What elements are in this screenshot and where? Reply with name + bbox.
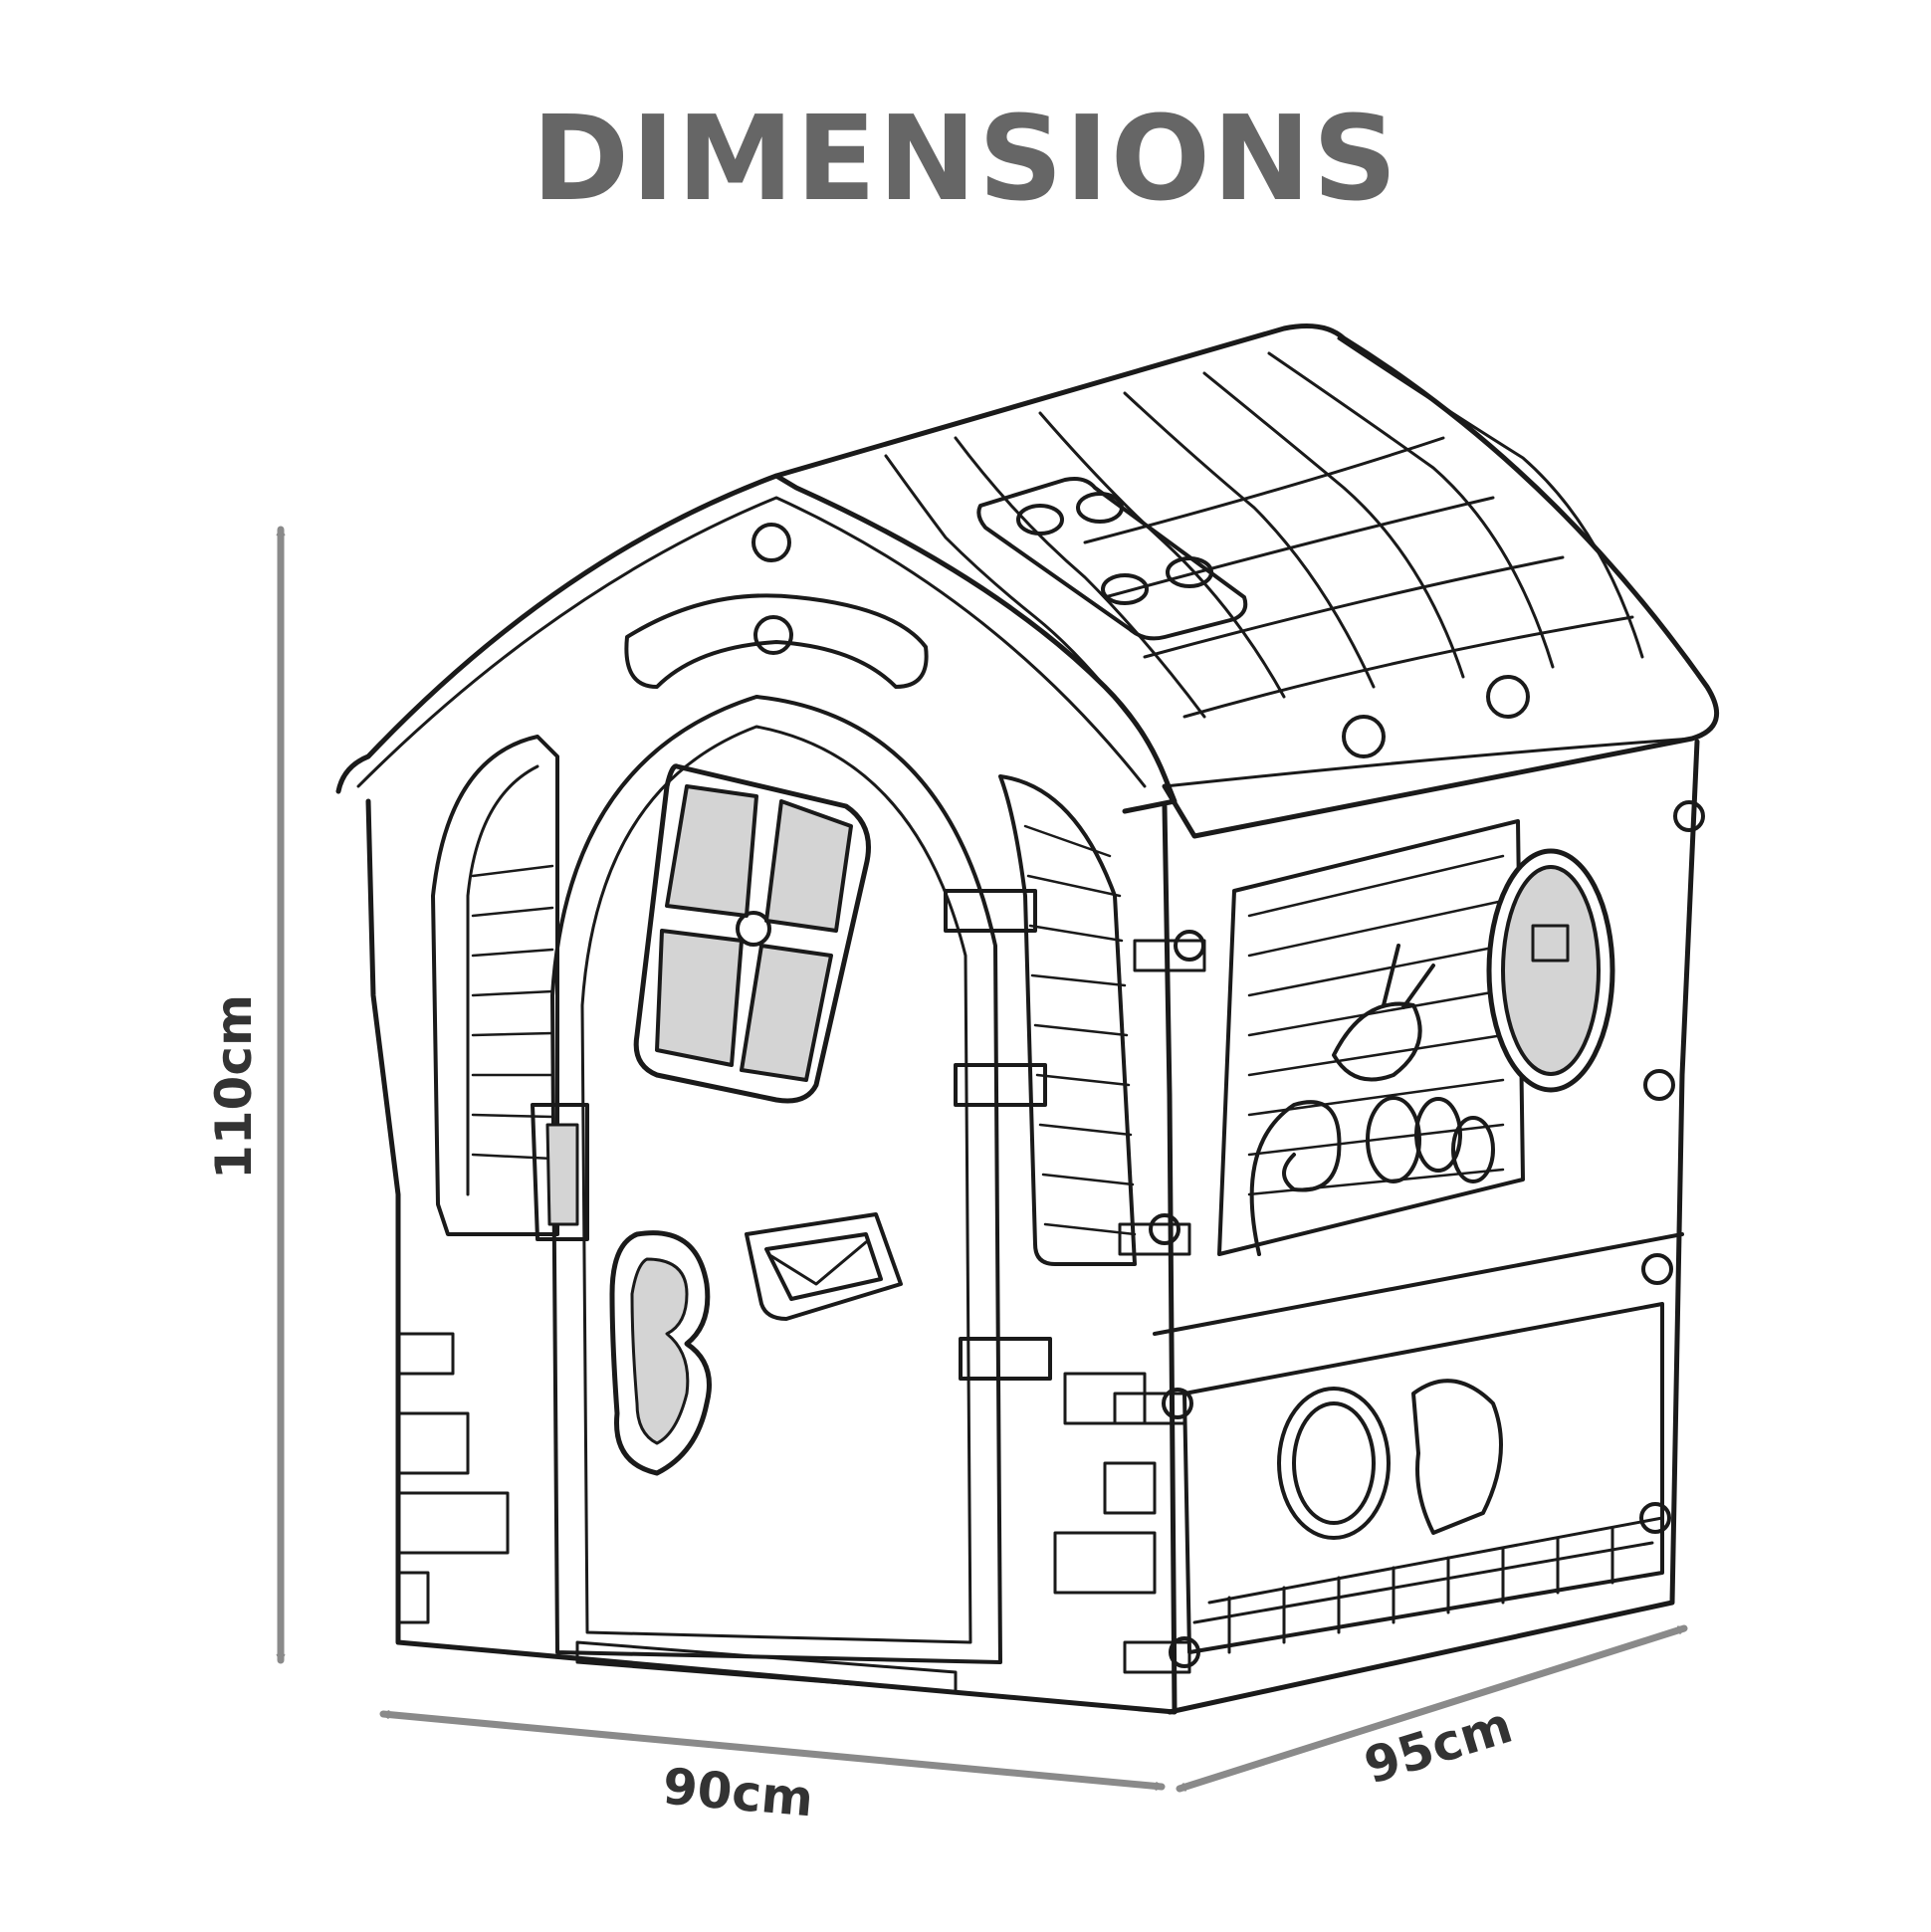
side-brick-row [1207,1516,1664,1654]
door-hinges [944,889,1052,1381]
front-hood [624,593,929,689]
side-pegs [1113,939,1206,1674]
side-window-panel [1217,819,1615,1256]
bolt-top [751,523,791,562]
page-title: DIMENSIONS [532,90,1399,227]
width-arrow [379,1710,1166,1791]
depth-label: 95cm [1358,1696,1519,1796]
side-wall-ledge [1153,1232,1684,1336]
front-door [550,695,1002,1664]
roof-vent [976,477,1248,641]
door-window [633,763,871,1104]
side-bolts [1149,800,1705,1668]
side-bottom-panel [1182,1302,1664,1654]
dimension-arrows [276,526,1688,1793]
roof-eave [1163,737,1694,788]
roof-front-gable-inner [356,496,1147,788]
roof-tiles [884,336,1644,739]
side-wall-base-strip [1192,1541,1654,1624]
bolt-top [753,615,793,655]
keyhole [609,1230,712,1476]
front-bricks [396,1332,1157,1624]
door-slot [531,1103,589,1241]
front-base [575,1640,958,1694]
playhouse-drawing [335,323,1719,1715]
right-front-window [998,774,1137,1266]
snail-decoration [1249,944,1495,1256]
roof-bolt [1486,675,1530,719]
height-label: 110cm [205,994,263,1180]
mail-slot [745,1212,903,1321]
roof-ridge [773,323,1719,839]
left-window [431,735,559,1236]
roof-bolt [1342,715,1386,758]
depth-arrow [1176,1624,1688,1793]
width-label: 90cm [661,1758,816,1828]
